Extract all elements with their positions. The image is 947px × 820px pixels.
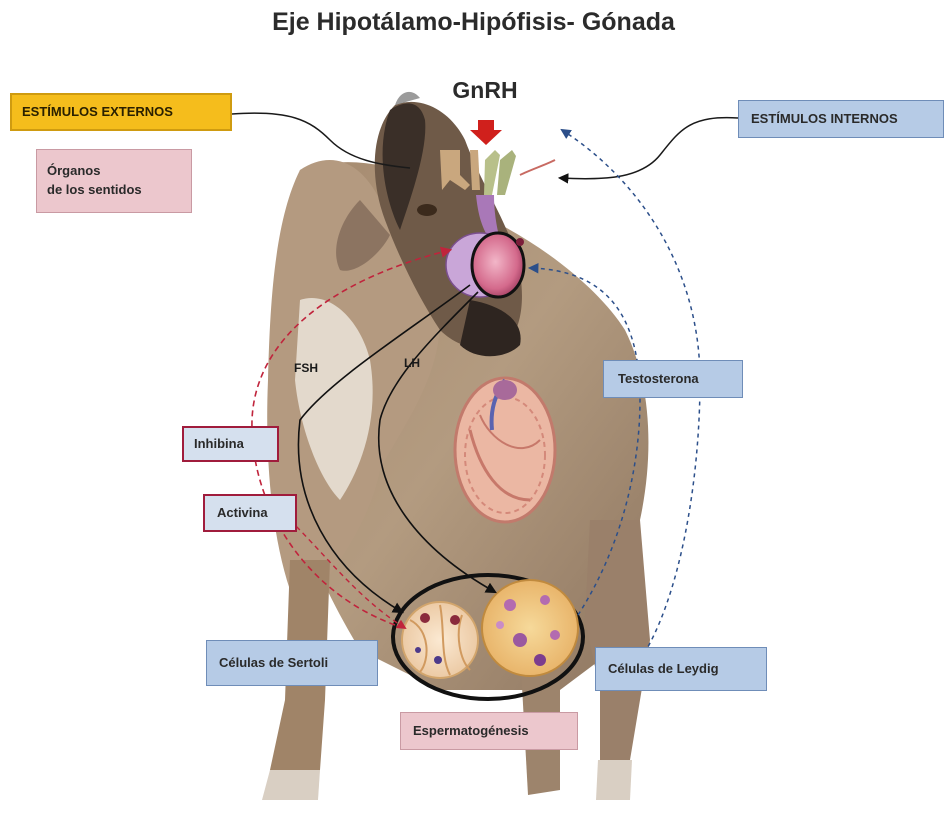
inhibina-box: Inhibina [182,426,279,462]
organos-sentidos-box: Órganos de los sentidos [36,149,192,213]
lh-label: LH [404,356,420,370]
gnrh-label: GnRH [440,77,530,104]
sertoli-cells-illustration [402,602,478,678]
gnrh-arrow-icon [470,120,502,145]
activina-box: Activina [203,494,297,532]
espermatogenesis-box: Espermatogénesis [400,712,578,750]
celulas-leydig-box: Células de Leydig [595,647,767,691]
fsh-label: FSH [294,361,318,375]
diagram-title: Eje Hipotálamo-Hipófisis- Gónada [0,8,947,37]
leydig-cells-illustration [482,580,578,676]
organos-line-1: Órganos [47,162,100,181]
organos-line-2: de los sentidos [47,181,142,200]
celulas-sertoli-box: Células de Sertoli [206,640,378,686]
estimulos-externos-box: ESTÍMULOS EXTERNOS [10,93,232,131]
testis-illustration [455,378,555,522]
testosterona-box: Testosterona [603,360,743,398]
pituitary-gland [446,233,524,297]
internal-stimuli-arrow [560,118,738,179]
estimulos-internos-box: ESTÍMULOS INTERNOS [738,100,944,138]
